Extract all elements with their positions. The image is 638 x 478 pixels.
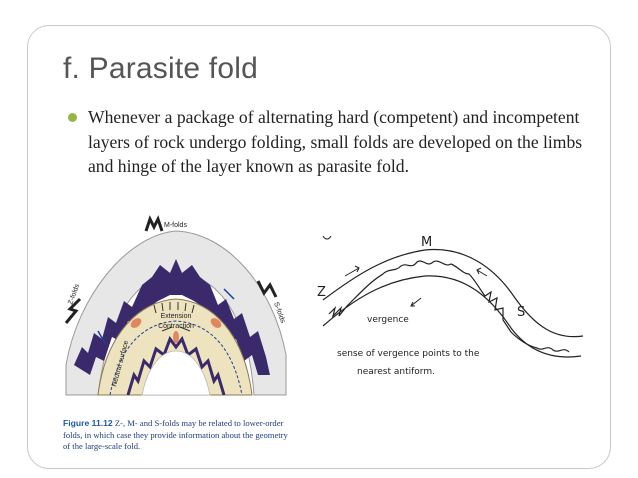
arrow-right: [223, 288, 235, 300]
contraction-arrows: [161, 326, 191, 332]
arrow-left-sketch: [344, 265, 360, 277]
arrow-center-sketch: [410, 297, 422, 307]
sketch-top-line: [322, 248, 584, 338]
sketch-parasitic-line: [328, 260, 570, 353]
arrow-left: [97, 330, 107, 346]
vergence-label: vergence: [367, 315, 409, 325]
parasite-fold-diagram: M-folds Z-folds S-folds Extension Contra…: [64, 215, 287, 396]
bullet-item: Whenever a package of alternating hard (…: [68, 105, 588, 179]
contraction-label: Contraction: [158, 323, 194, 330]
s-fold-symbol-icon: [256, 280, 278, 298]
strain-ellipse-center: [173, 331, 179, 343]
caption-text: Z-, M- and S-folds may be related to low…: [63, 418, 288, 451]
inner-folded-layer: [126, 335, 226, 396]
m-folds-label: M-folds: [164, 222, 187, 229]
z-fold-symbol-icon: [64, 297, 82, 324]
outer-layer: [65, 230, 287, 396]
bullet-text: Whenever a package of alternating hard (…: [88, 107, 583, 176]
caption-ref: Figure 11.12: [63, 418, 113, 428]
label-z: Z: [317, 285, 326, 300]
strain-ellipse-right: [210, 318, 222, 328]
figure-caption: Figure 11.12 Z-, M- and S-folds may be r…: [63, 418, 293, 453]
m-fold-symbol-icon: [144, 215, 164, 232]
label-m: M: [421, 235, 432, 250]
z-folds-label: Z-folds: [67, 283, 81, 306]
extension-label: Extension: [161, 313, 192, 320]
slide-title: f. Parasite fold: [63, 52, 258, 85]
sketch-mark: [322, 235, 332, 240]
extension-ticks: [153, 302, 195, 314]
strain-ellipse-left: [130, 318, 142, 328]
arrow-right-sketch: [476, 267, 488, 277]
bullet-dot-icon: [68, 113, 77, 122]
sketch-bottom-line: [322, 275, 582, 358]
folded-layer-purple: [74, 259, 270, 375]
note-line-2: nearest antiform.: [357, 367, 435, 377]
label-s: S: [517, 305, 525, 320]
neutral-surface-line: [109, 320, 243, 396]
inner-core: [141, 350, 211, 396]
vergence-sketch: M Z S vergence sense of vergence points …: [317, 235, 584, 377]
note-line-1: sense of vergence points to the: [337, 349, 480, 359]
